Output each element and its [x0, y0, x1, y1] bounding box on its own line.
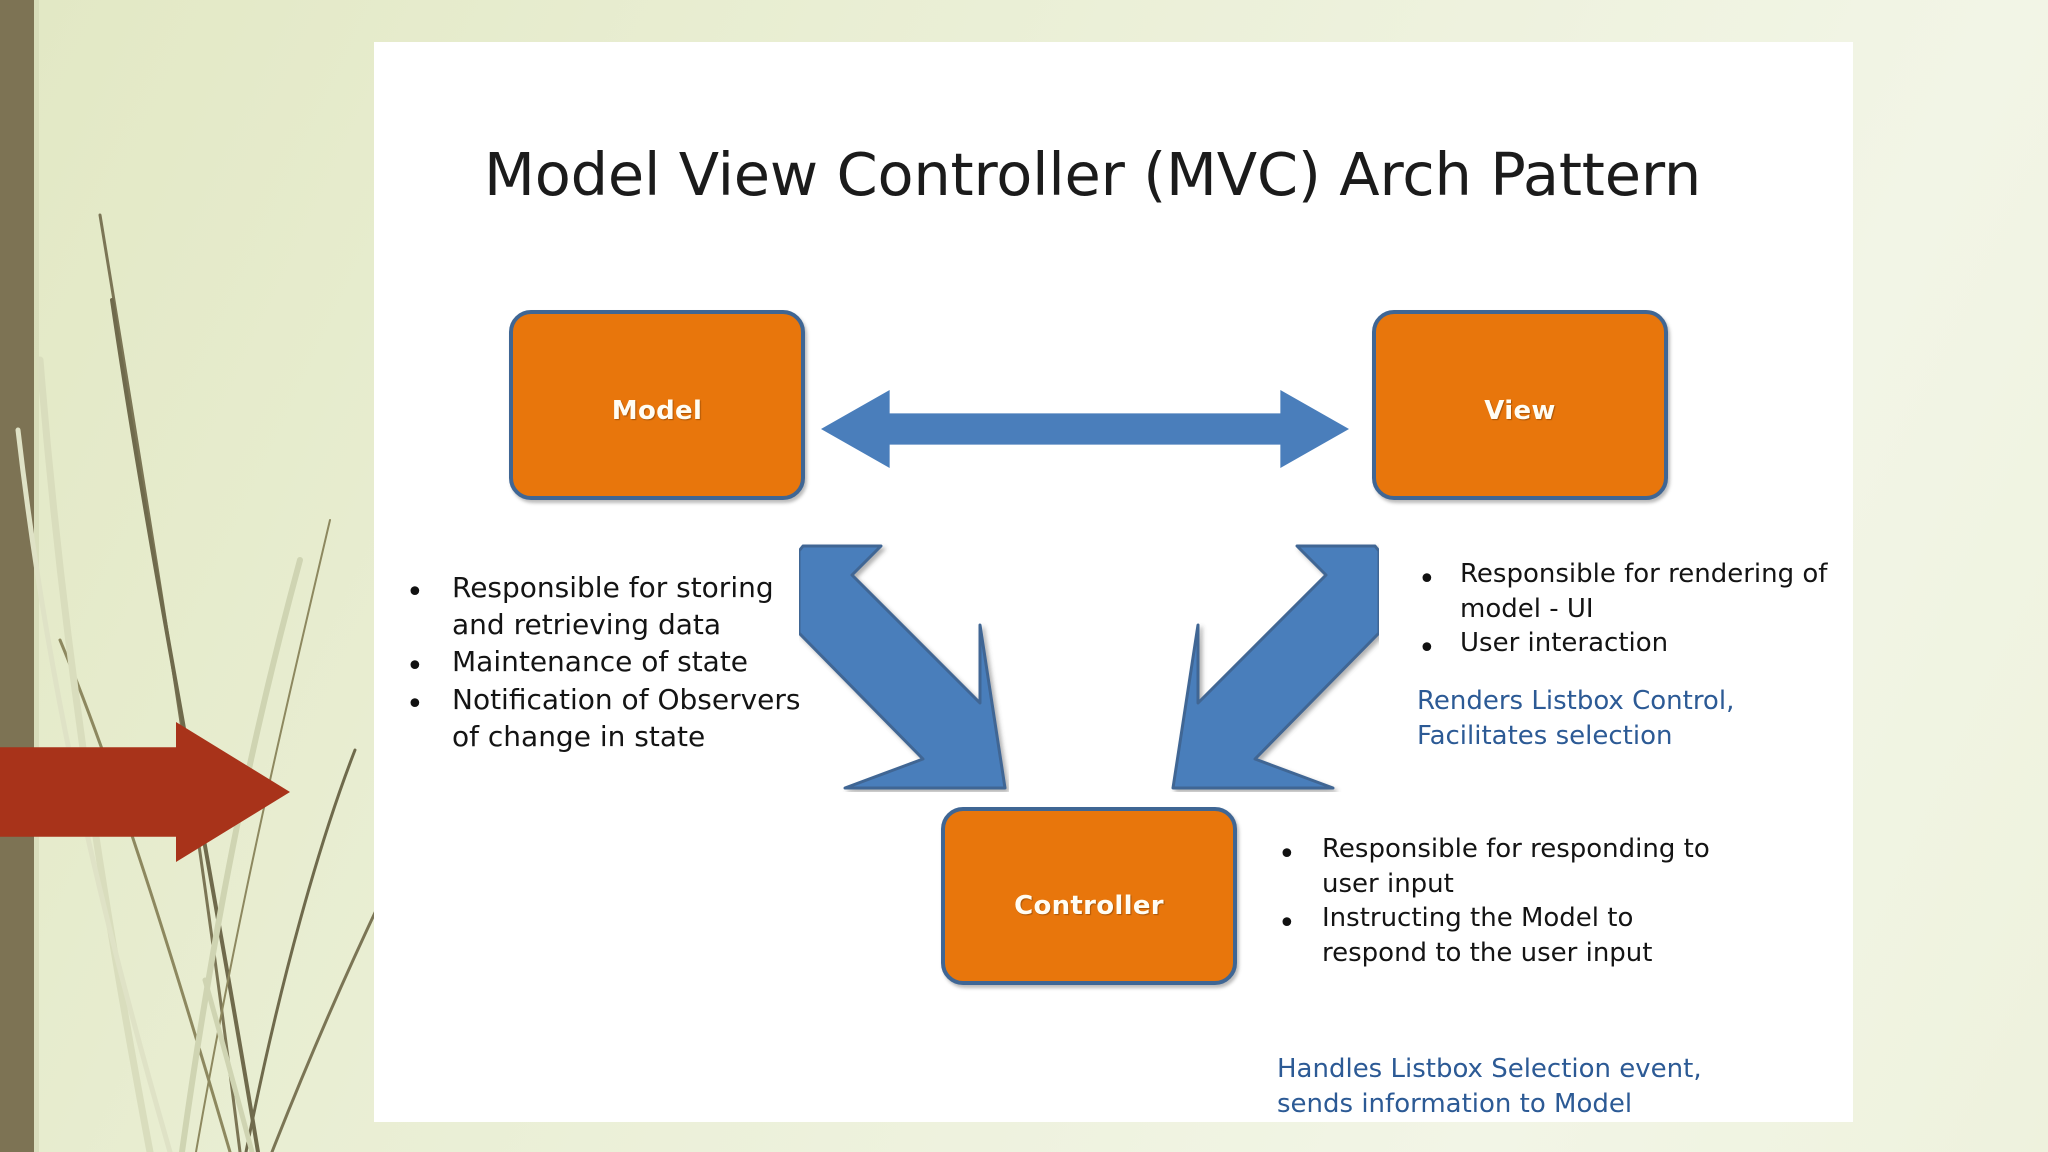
list-item: • Instructing the Model to respond to th…: [1274, 901, 1724, 970]
bullet-icon: •: [406, 575, 424, 610]
model-bullet-2: Notification of Observers of change in s…: [452, 682, 801, 753]
arrow-model-view: [821, 390, 1349, 468]
controller-bullet-0: Responsible for responding to user input: [1322, 834, 1710, 899]
mvc-box-view[interactable]: View: [1372, 310, 1668, 500]
mvc-box-model-label: Model: [611, 396, 703, 426]
model-bullet-list: • Responsible for storing and retrieving…: [396, 570, 816, 756]
bullet-icon: •: [1278, 837, 1296, 872]
bullet-icon: •: [1418, 631, 1436, 667]
controller-bullet-list: • Responsible for responding to user inp…: [1274, 832, 1724, 970]
view-bullet-1: User interaction: [1460, 628, 1669, 659]
arrow-view-controller: [1169, 542, 1381, 792]
view-bullet-0: Responsible for rendering of model - UI: [1460, 559, 1828, 624]
bullet-icon: •: [406, 648, 424, 684]
controller-note-text: Handles Listbox Selection event, sends i…: [1277, 1054, 1702, 1120]
list-item: • Responsible for responding to user inp…: [1274, 832, 1724, 901]
mvc-box-model[interactable]: Model: [509, 310, 805, 500]
list-item: • Notification of Observers of change in…: [396, 682, 816, 756]
bullet-icon: •: [1418, 562, 1436, 597]
bullet-icon: •: [1278, 906, 1296, 942]
left-edge-stripe: [0, 0, 34, 1152]
model-bullet-1: Maintenance of state: [452, 644, 749, 678]
mvc-box-view-label: View: [1484, 396, 1556, 426]
list-item: • Responsible for storing and retrieving…: [396, 570, 816, 644]
model-bullet-0: Responsible for storing and retrieving d…: [452, 571, 774, 641]
list-item: • Responsible for rendering of model - U…: [1414, 557, 1844, 626]
view-bullet-list: • Responsible for rendering of model - U…: [1414, 557, 1844, 664]
bullet-icon: •: [406, 686, 424, 722]
controller-bullet-1: Instructing the Model to respond to the …: [1322, 903, 1653, 968]
view-note-text: Renders Listbox Control, Facilitates sel…: [1417, 686, 1735, 752]
list-item: • Maintenance of state: [396, 644, 816, 682]
slide-content-panel: Model View Controller (MVC) Arch Pattern…: [374, 42, 1853, 1122]
mvc-box-controller[interactable]: Controller: [941, 807, 1237, 985]
mvc-box-controller-label: Controller: [1014, 891, 1164, 921]
page-title: Model View Controller (MVC) Arch Pattern: [484, 140, 1702, 209]
arrow-model-controller: [797, 542, 1009, 792]
list-item: • User interaction: [1414, 626, 1844, 664]
decorative-reeds-graphic: [0, 0, 430, 1152]
